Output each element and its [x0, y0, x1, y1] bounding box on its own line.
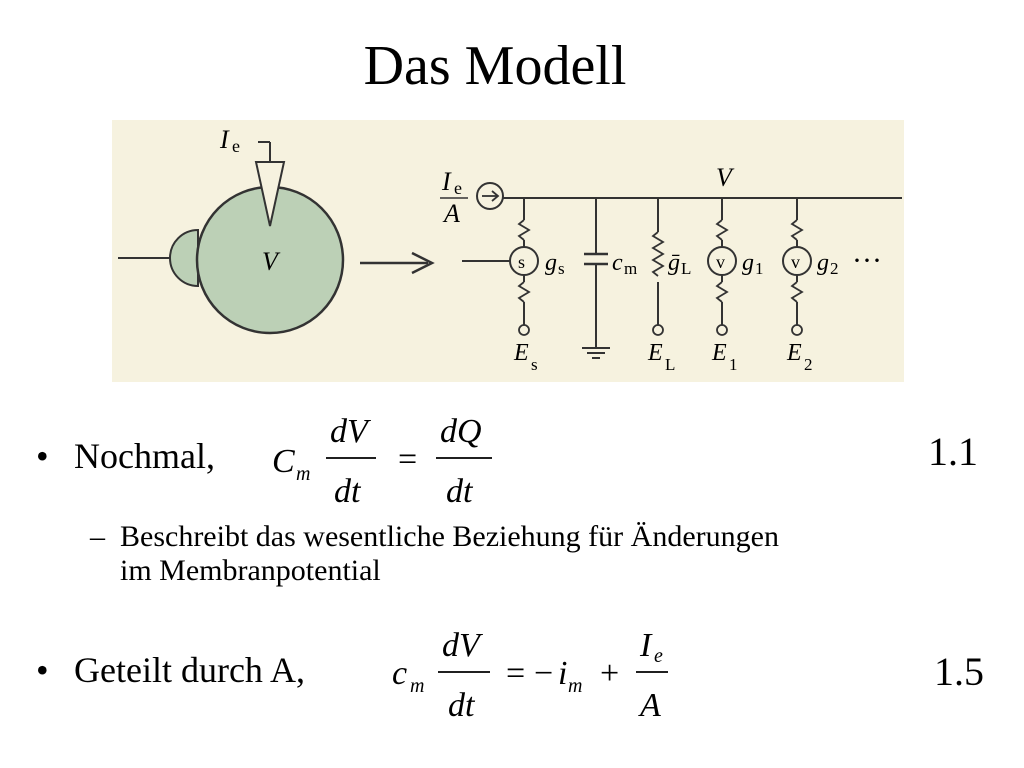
svg-text:=: = — [398, 441, 417, 478]
svg-text:E: E — [513, 340, 529, 366]
sub-bullet-line-1: Beschreibt das wesentliche Beziehung für… — [120, 520, 779, 553]
current-subscript: e — [232, 136, 240, 156]
bullet-nochmal: • Nochmal, — [36, 436, 215, 476]
svg-text:E: E — [711, 340, 727, 366]
more-branches-ellipsis: ··· — [852, 244, 882, 277]
svg-text:=: = — [506, 655, 525, 692]
ratio-denominator: A — [442, 199, 460, 228]
svg-text:−: − — [534, 655, 553, 692]
svg-text:m: m — [568, 675, 582, 697]
neuron-drawing: I e V — [118, 125, 345, 335]
svg-text:g: g — [742, 250, 754, 276]
current-label: I — [219, 125, 230, 154]
ratio-numerator: I — [441, 167, 452, 196]
svg-text:1: 1 — [755, 259, 764, 278]
svg-text:2: 2 — [830, 259, 839, 278]
bullet-dot: • — [36, 436, 49, 476]
svg-text:E: E — [647, 340, 663, 366]
svg-text:i: i — [558, 655, 567, 692]
svg-text:s: s — [558, 259, 565, 278]
svg-text:dt: dt — [448, 687, 476, 724]
leak-resistor-icon — [651, 231, 665, 277]
svg-text:c: c — [392, 655, 407, 692]
bullet-dot: • — [36, 650, 49, 690]
sub-bullet-line-2: im Membranpotential — [120, 554, 381, 587]
bullet-text: Nochmal, — [74, 436, 215, 476]
svg-text:1: 1 — [729, 355, 738, 374]
current-source-icon — [476, 182, 504, 210]
svg-text:dt: dt — [446, 473, 474, 510]
svg-text:ḡ: ḡ — [668, 250, 680, 276]
branch-capacitor: c m — [582, 198, 637, 359]
svg-text:dV: dV — [330, 413, 372, 450]
branch-g2: v g 2 E 2 — [782, 198, 839, 374]
rail-voltage-label: V — [716, 163, 735, 192]
svg-text:g: g — [545, 250, 557, 276]
sub-bullet-dash: – — [90, 520, 105, 553]
equivalent-circuit: I e A V s g s E s — [440, 163, 902, 374]
svg-text:dt: dt — [334, 473, 362, 510]
neuron-circuit-figure: I e V I e A V s — [112, 120, 904, 382]
svg-text:v: v — [716, 252, 725, 272]
arrow-icon — [360, 251, 435, 275]
sub-bullet-text: Beschreibt das wesentliche Beziehung für… — [120, 520, 1020, 588]
svg-text:e: e — [654, 645, 663, 667]
ratio-numerator-sub: e — [454, 178, 462, 198]
bullet-geteilt: • Geteilt durch A, — [36, 650, 305, 690]
svg-text:m: m — [410, 675, 424, 697]
svg-text:I: I — [639, 627, 653, 664]
svg-text:s: s — [531, 355, 538, 374]
svg-text:E: E — [786, 340, 802, 366]
svg-text:2: 2 — [804, 355, 813, 374]
equation-number-1-1: 1.1 — [928, 429, 978, 474]
svg-text:m: m — [624, 259, 637, 278]
branch-g1: v g 1 E 1 — [707, 198, 764, 374]
svg-text:v: v — [791, 252, 800, 272]
svg-text:g: g — [817, 250, 829, 276]
equation-1-5: c m dV dt = − i m + I e A — [388, 616, 688, 731]
equation-number-1-5: 1.5 — [934, 649, 984, 694]
equation-1-1: C m dV dt = dQ dt — [268, 402, 508, 517]
svg-text:+: + — [600, 655, 619, 692]
svg-text:dV: dV — [442, 627, 484, 664]
branch-synaptic: s g s E s — [509, 198, 565, 374]
bullet-text: Geteilt durch A, — [74, 650, 305, 690]
svg-text:s: s — [518, 252, 525, 272]
slide-title: Das Modell — [363, 35, 627, 97]
svg-text:m: m — [296, 463, 310, 485]
svg-text:L: L — [681, 259, 691, 278]
recording-electrode — [169, 228, 199, 288]
svg-text:c: c — [612, 250, 623, 276]
branch-leak: ḡ L E L — [647, 198, 691, 374]
cell-voltage-label: V — [262, 247, 281, 276]
svg-text:dQ: dQ — [440, 413, 482, 450]
svg-text:L: L — [665, 355, 675, 374]
svg-text:A: A — [638, 687, 661, 724]
svg-text:C: C — [272, 443, 295, 480]
